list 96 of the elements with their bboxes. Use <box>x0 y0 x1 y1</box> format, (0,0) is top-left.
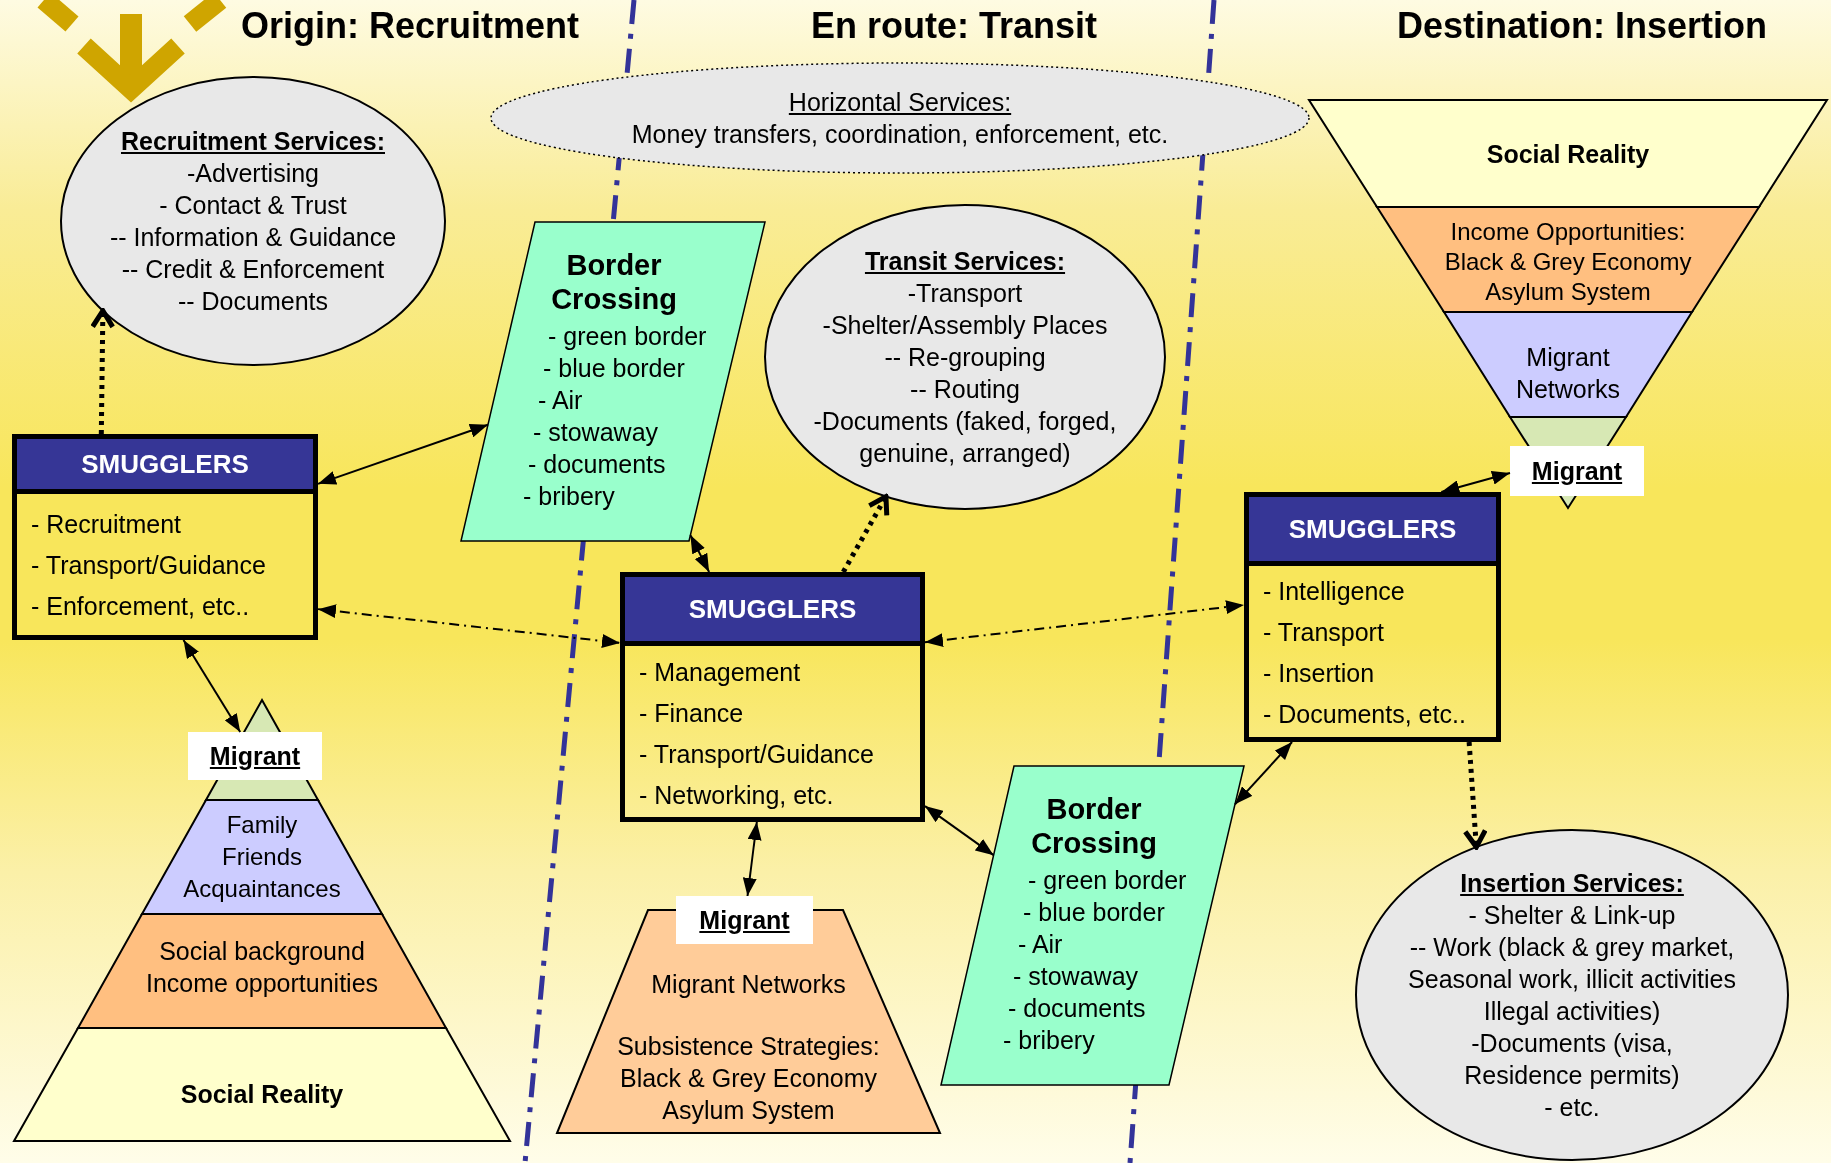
dash-dot-arrow <box>317 604 621 648</box>
ellipse-heading: Insertion Services: <box>1460 868 1684 899</box>
service-ellipse <box>1356 830 1788 1160</box>
border-crossing-parallelogram <box>461 222 765 541</box>
band-text: Asylum System <box>1485 276 1651 307</box>
pyramid-band <box>142 800 382 914</box>
smugglers-header: SMUGGLERS <box>1249 497 1496 566</box>
crossing-method: - blue border <box>1023 897 1166 928</box>
smugglers-header: SMUGGLERS <box>625 577 920 646</box>
network-trapezoid <box>557 910 940 1133</box>
arrow <box>742 821 762 897</box>
service-item: -- Re-grouping <box>884 342 1046 373</box>
crossing-method: - stowaway <box>533 417 660 448</box>
task-item: - Intelligence <box>1262 576 1406 607</box>
column-heading: Destination: Insertion <box>1397 6 1767 46</box>
band-text: Income Opportunities: <box>1450 216 1686 247</box>
crossing-method: - documents <box>528 449 667 480</box>
column-heading: Origin: Recruitment <box>241 6 579 46</box>
arrow <box>317 423 489 485</box>
migrant-label: Migrant <box>188 732 322 780</box>
service-ellipse <box>765 205 1165 509</box>
pyramid-band <box>1377 207 1759 312</box>
band-text: Social Reality <box>1486 138 1650 170</box>
service-item: -Advertising <box>187 158 319 189</box>
trapezoid-text: Asylum System <box>662 1095 835 1126</box>
crossing-method: - stowaway <box>1013 961 1140 992</box>
smugglers-box <box>620 572 925 822</box>
pyramid-band <box>78 914 446 1028</box>
service-ellipse <box>61 77 445 365</box>
task-item: - Transport <box>1262 617 1385 648</box>
dotted-arrow <box>1462 741 1488 850</box>
band-text: Income opportunities <box>145 968 379 999</box>
service-item: -Transport <box>907 278 1023 309</box>
crossing-method: - Air <box>538 385 584 416</box>
task-item: - Transport/Guidance <box>30 550 267 581</box>
task-item: - Finance <box>638 698 745 729</box>
trapezoid-text: Subsistence Strategies: <box>617 1031 880 1062</box>
band-text: Black & Grey Economy <box>1444 246 1692 277</box>
crossing-method: - bribery <box>1003 1025 1096 1056</box>
arrow <box>924 805 995 857</box>
band-text: Social background <box>159 936 365 967</box>
dash-dot-arrow <box>924 600 1245 648</box>
trapezoid-text: Black & Grey Economy <box>620 1063 877 1094</box>
task-item: - Enforcement, etc.. <box>30 591 251 622</box>
task-item: - Networking, etc. <box>638 780 835 811</box>
migrant-label: Migrant <box>1510 446 1644 496</box>
crossing-method: - documents <box>1008 993 1147 1024</box>
service-item: -Shelter/Assembly Places <box>822 310 1108 341</box>
service-item: - Shelter & Link-up <box>1468 900 1676 931</box>
ellipse-heading: Recruitment Services: <box>121 126 385 157</box>
border-crossing-heading: Border Crossing <box>1030 792 1158 860</box>
pyramid-band <box>1444 312 1692 417</box>
task-item: - Insertion <box>1262 658 1376 689</box>
band-text: Friends <box>222 842 302 872</box>
ellipse-heading: Transit Services: <box>864 246 1066 277</box>
smugglers-box <box>12 434 318 640</box>
service-item: -- Credit & Enforcement <box>121 254 385 285</box>
crossing-method: - bribery <box>523 481 616 512</box>
arrow <box>689 534 711 573</box>
pyramid-band <box>1309 100 1827 207</box>
service-item: -Documents (faked, forged, genuine, arranged) <box>812 406 1118 469</box>
border-crossing-parallelogram <box>941 766 1244 1085</box>
arrow <box>1234 741 1294 806</box>
band-text: Social Reality <box>180 1078 344 1110</box>
band-text: Family <box>226 810 298 840</box>
smugglers-header: SMUGGLERS <box>17 439 313 494</box>
band-text: Acquaintances <box>183 874 341 904</box>
arrow <box>1440 471 1511 494</box>
border-crossing-heading: Border Crossing <box>550 248 678 316</box>
crossing-method: - blue border <box>543 353 686 384</box>
service-item: -- Work (black & grey market, Seasonal work, illicit activities Illegal activities) <box>1407 932 1737 1027</box>
service-item: -Documents (visa, Residence permits) <box>1463 1028 1681 1091</box>
task-item: - Recruitment <box>30 509 183 540</box>
ellipse-heading: Horizontal Services: <box>788 87 1012 118</box>
pyramid-band <box>14 1028 510 1141</box>
arrow <box>182 639 242 733</box>
smugglers-box <box>1244 492 1501 742</box>
service-item: -- Documents <box>177 286 328 317</box>
dotted-arrow <box>90 308 116 435</box>
task-item: - Documents, etc.. <box>1262 699 1467 730</box>
service-item: -- Information & Guidance <box>109 222 397 253</box>
service-item: Money transfers, coordination, enforcement, etc. <box>631 119 1169 150</box>
crossing-method: - Air <box>1018 929 1064 960</box>
band-text: Migrant Networks <box>1514 341 1622 405</box>
migrant-label: Migrant <box>676 896 813 944</box>
service-item: - etc. <box>1544 1092 1600 1123</box>
crossing-method: - green border <box>1028 865 1187 896</box>
task-item: - Management <box>638 657 802 688</box>
service-item: -- Routing <box>910 374 1020 405</box>
service-item: - Contact & Trust <box>159 190 347 221</box>
service-ellipse <box>491 63 1309 173</box>
dotted-arrow <box>841 494 890 574</box>
crossing-method: - green border <box>548 321 707 352</box>
column-heading: En route: Transit <box>811 6 1097 46</box>
trapezoid-text: Migrant Networks <box>651 969 846 1000</box>
task-item: - Transport/Guidance <box>638 739 875 770</box>
